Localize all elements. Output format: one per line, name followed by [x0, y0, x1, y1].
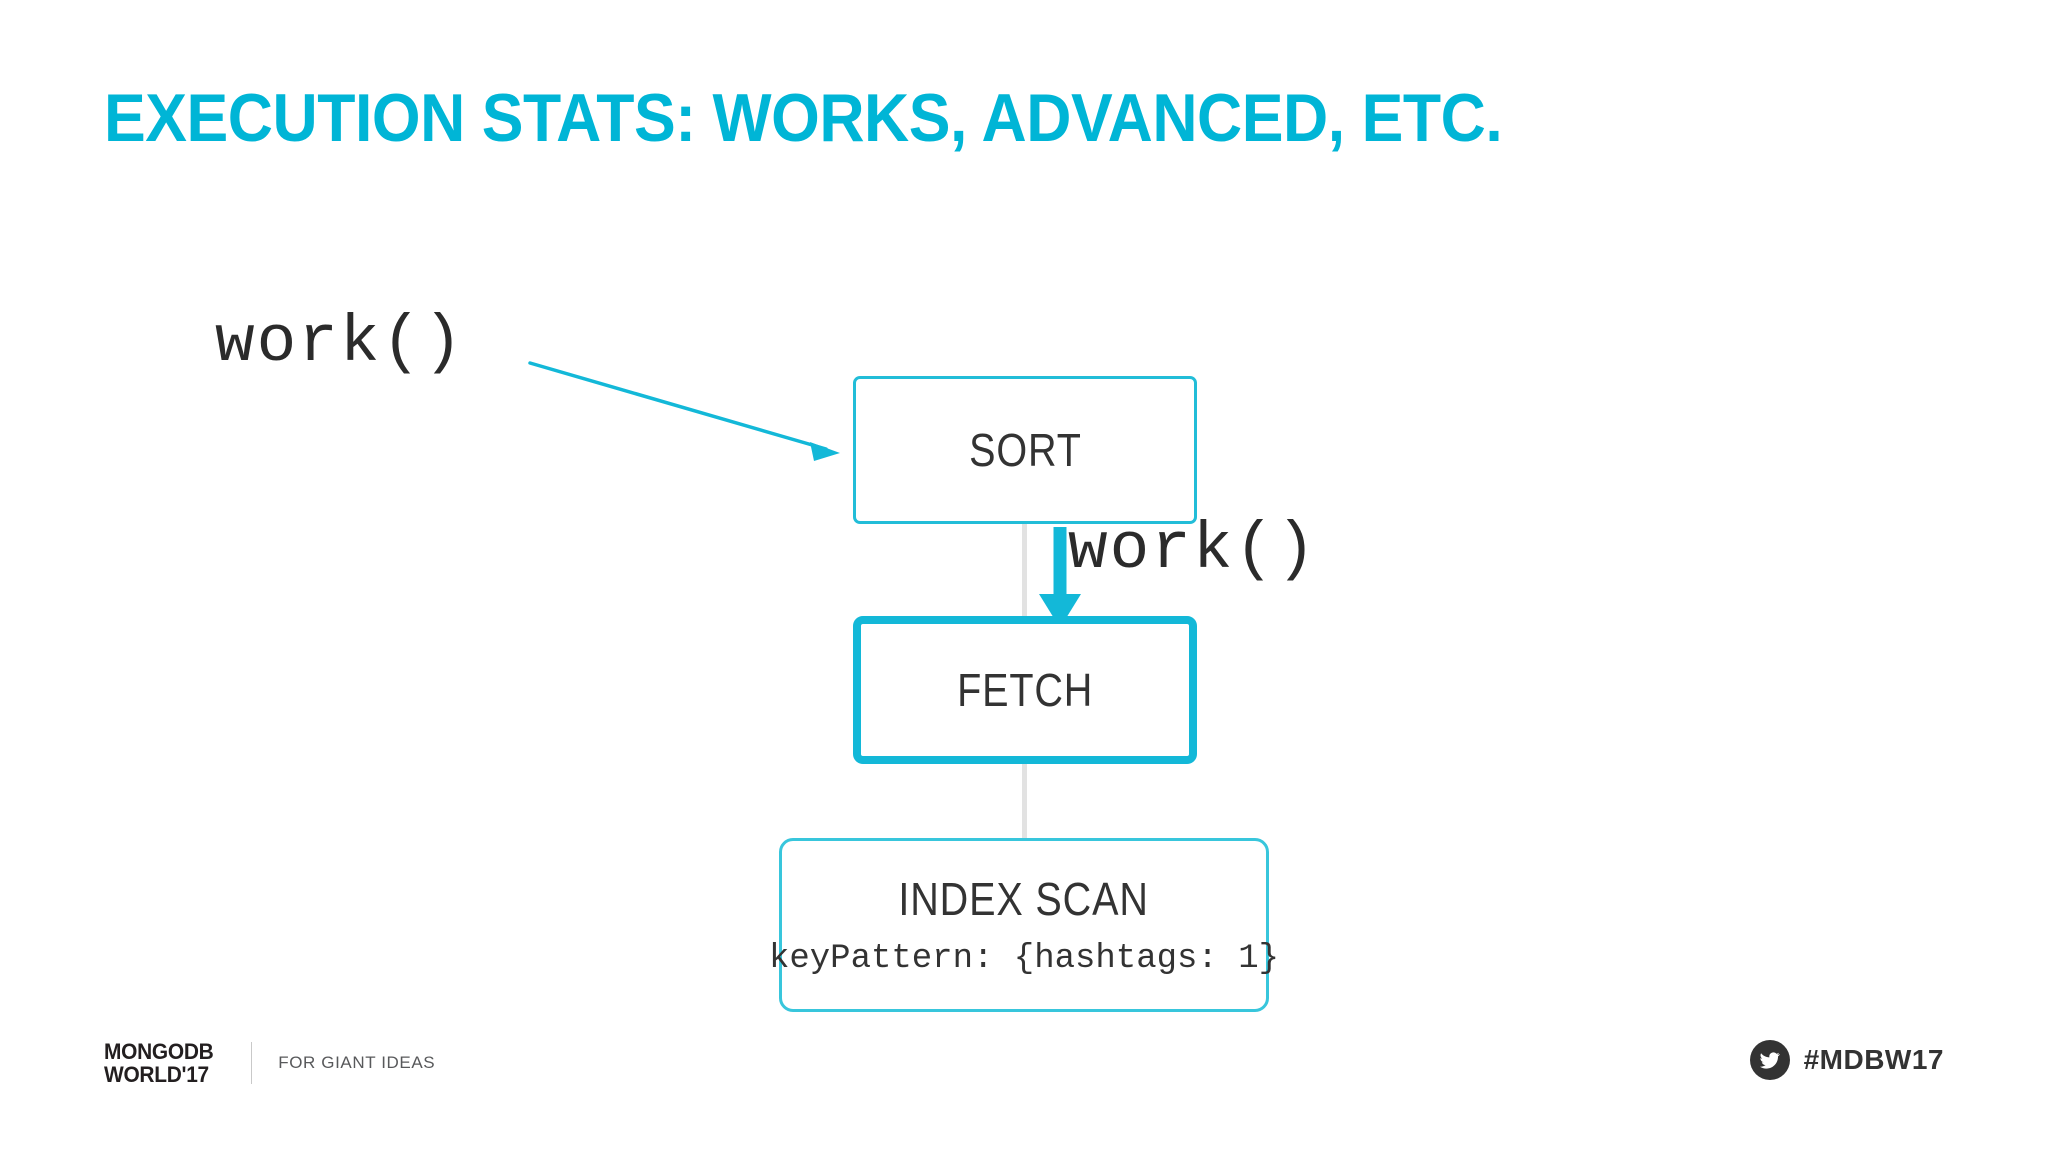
plan-stage-sort-title: SORT [968, 424, 1082, 476]
page-title: EXECUTION STATS: WORKS, ADVANCED, ETC. [104, 80, 1503, 156]
connector-fetch-to-index-scan [1022, 760, 1027, 842]
footer-branding: MONGODB WORLD'17 FOR GIANT IDEAS [104, 1040, 435, 1086]
plan-stage-sort[interactable]: SORT [853, 376, 1197, 524]
logo-tagline: FOR GIANT IDEAS [278, 1053, 436, 1072]
mongodb-world-logo: MONGODB WORLD'17 [104, 1039, 214, 1087]
work-callout-label-top: work() [215, 305, 465, 380]
work-callout-text-top: work() [215, 305, 465, 380]
hashtag-label: #MDBW17 [1803, 1044, 1944, 1075]
work-callout-text-middle: work() [1068, 512, 1318, 587]
logo-line-1: MONGODB [104, 1039, 214, 1064]
plan-stage-fetch[interactable]: FETCH [853, 616, 1197, 764]
logo-line-2: WORLD'17 [104, 1062, 209, 1087]
logo-divider [251, 1042, 253, 1084]
plan-stage-index-scan-keypattern: keyPattern: {hashtags: 1} [768, 940, 1280, 978]
footer-hashtag-group: #MDBW17 [1749, 1040, 1944, 1080]
plan-stage-index-scan-title: INDEX SCAN [898, 873, 1150, 925]
work-callout-label-middle: work() [1068, 512, 1318, 587]
twitter-icon [1749, 1040, 1790, 1080]
plan-stage-fetch-title: FETCH [956, 664, 1094, 716]
connector-sort-to-fetch [1022, 520, 1027, 620]
callout-arrow-icon [528, 361, 840, 461]
plan-stage-index-scan[interactable]: INDEX SCAN keyPattern: {hashtags: 1} [769, 838, 1279, 1012]
